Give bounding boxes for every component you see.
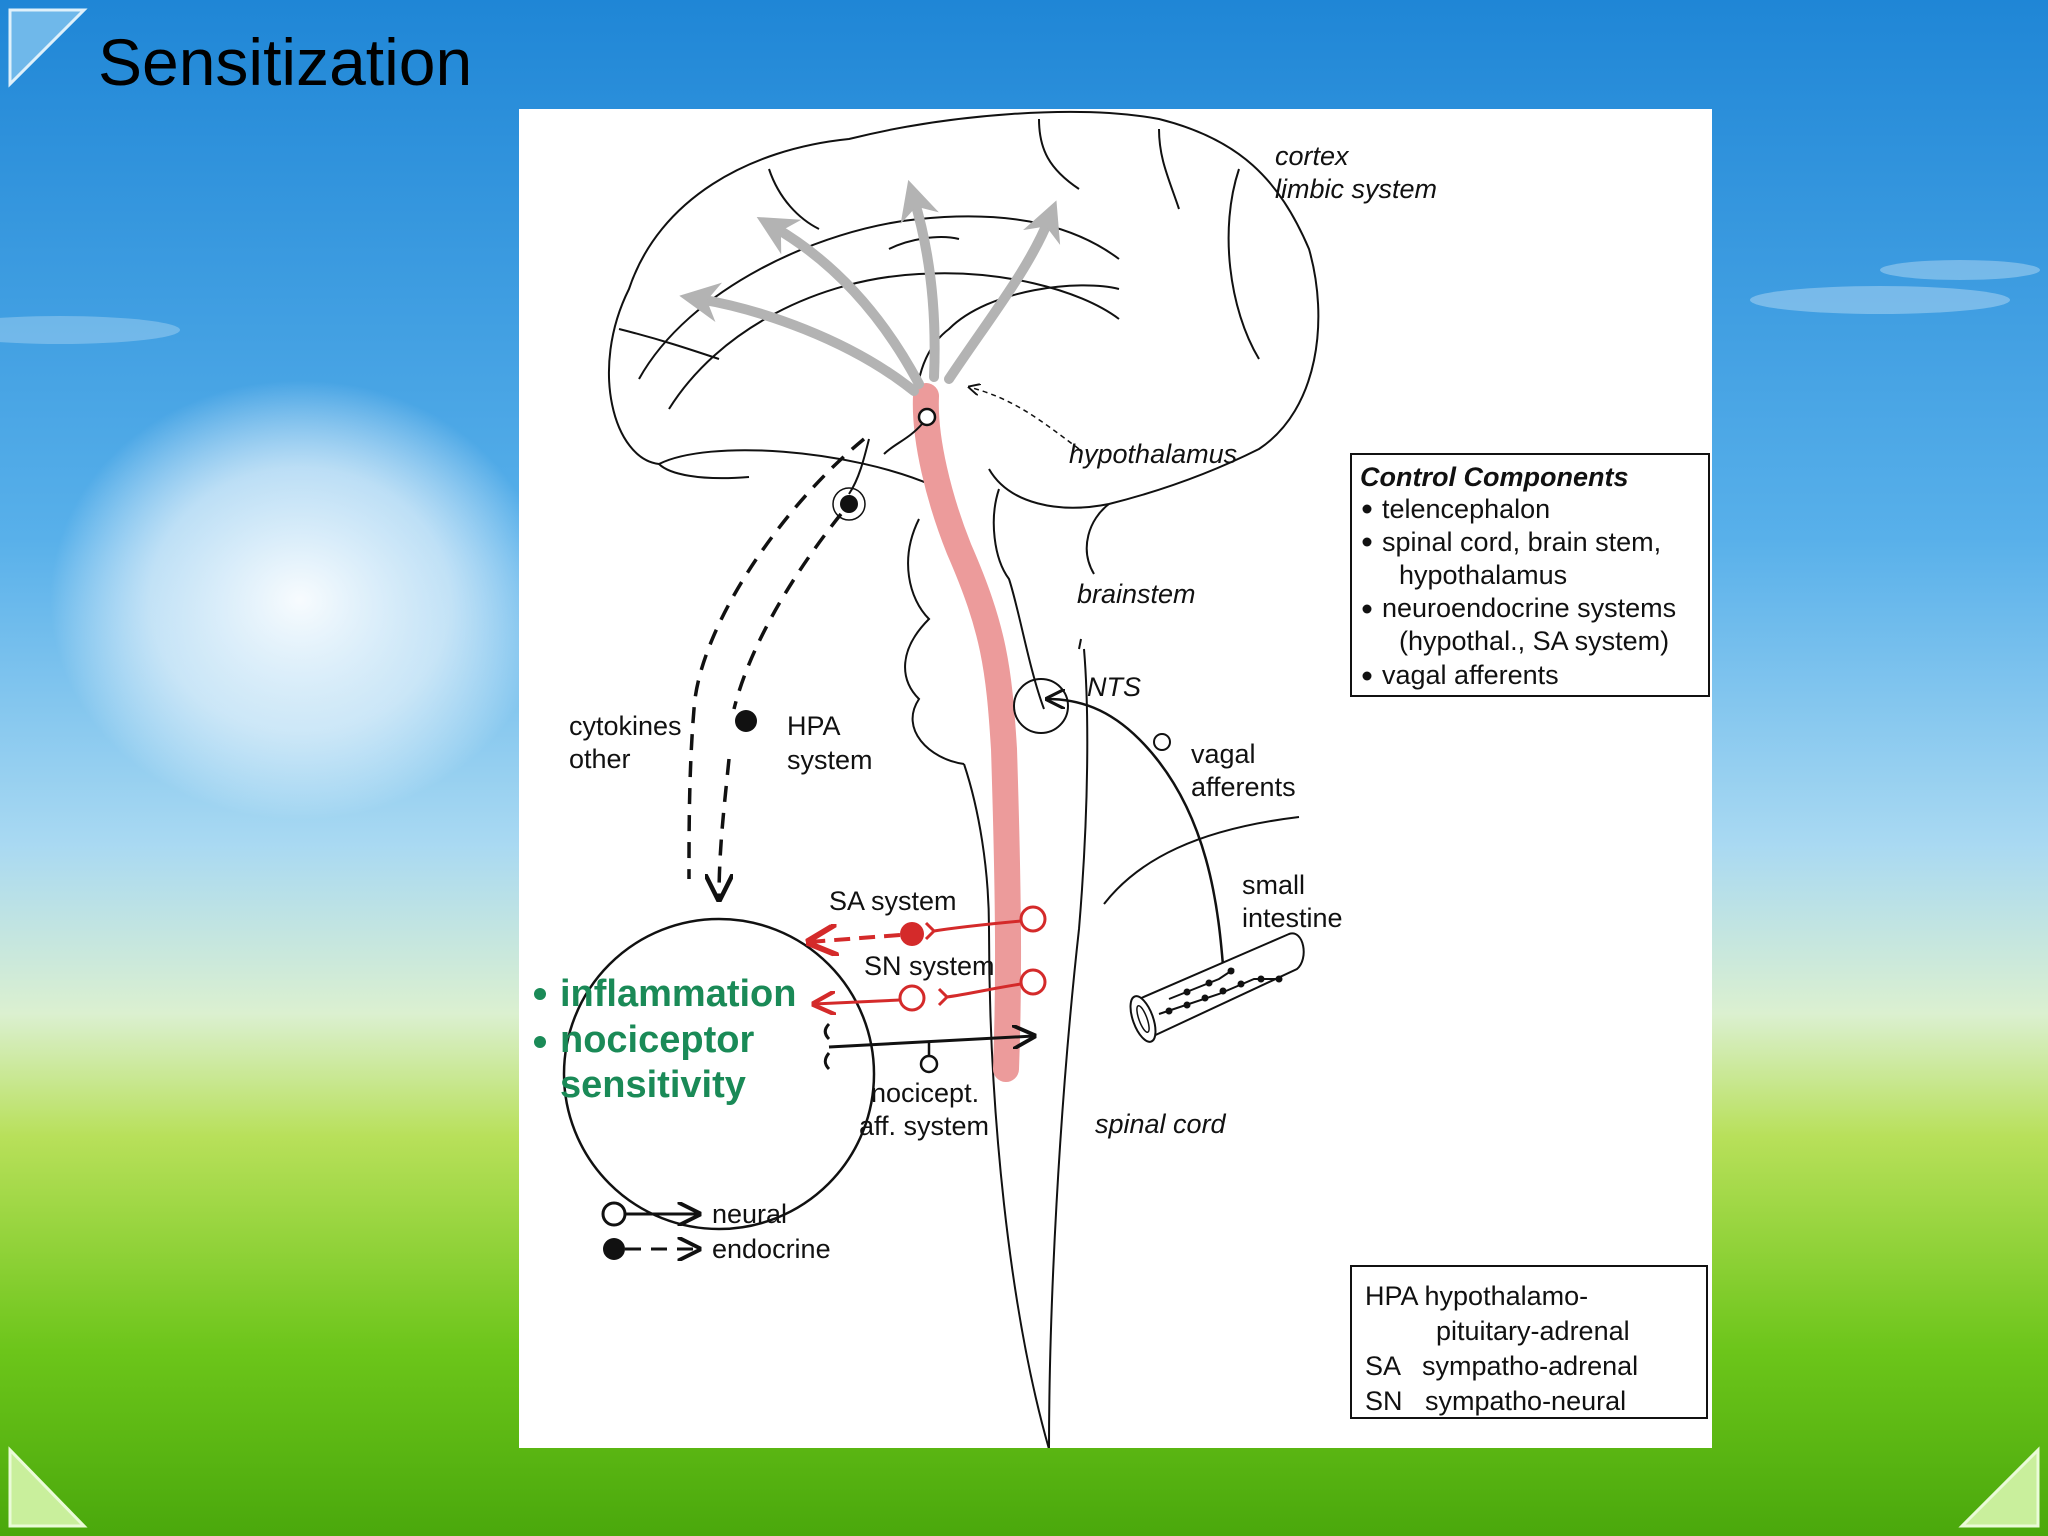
- hpa-axon: [848, 438, 870, 495]
- hypothalamus-pointer: [969, 387, 1080, 450]
- bullet-nociceptor: [534, 1036, 546, 1048]
- inflammation-circle: [562, 917, 876, 1231]
- sensitization-diagram: cortex limbic system hypothalamus brains…: [519, 109, 1712, 1448]
- label-vagal: vagal: [1191, 739, 1256, 769]
- sn-system-pathway: [814, 968, 1047, 1010]
- label-nociceptor: nociceptor: [560, 1019, 754, 1061]
- label-cortex: cortex: [1275, 141, 1350, 171]
- control-item-spinal-cord: spinal cord, brain stem,: [1382, 527, 1661, 557]
- hpa-dot: [735, 710, 757, 732]
- legend-neural-label: neural: [712, 1199, 787, 1229]
- label-aff-system: aff. system: [859, 1111, 989, 1141]
- legend-endocrine-label: endocrine: [712, 1234, 831, 1264]
- projection-arrows: [679, 179, 1061, 396]
- corner-triangle-bottom-right: [1958, 1446, 2040, 1528]
- control-components-box: [1350, 453, 1710, 697]
- label-nts: NTS: [1087, 672, 1141, 702]
- label-limbic-system: limbic system: [1275, 174, 1437, 204]
- abbrev-sn: SN sympatho-neural: [1365, 1386, 1626, 1416]
- label-nocicept: nocicept.: [871, 1078, 979, 1108]
- label-intestine: intestine: [1242, 903, 1343, 933]
- sa-system-pathway: [809, 905, 1047, 946]
- label-sensitivity: sensitivity: [560, 1064, 746, 1106]
- spinal-cord-fill: [912, 383, 1022, 1082]
- control-item-hypothal-sa: (hypothal., SA system): [1399, 626, 1669, 656]
- small-intestine: [1129, 932, 1305, 1043]
- control-item-vagal: vagal afferents: [1382, 660, 1559, 690]
- corner-triangle-bottom-left: [8, 1446, 88, 1528]
- pituitary-ring: [832, 487, 866, 521]
- label-brainstem: brainstem: [1077, 579, 1196, 609]
- label-hpa-system: system: [787, 745, 873, 775]
- abbrev-hpa: HPA hypothalamo-: [1365, 1281, 1588, 1311]
- hypothalamus-axon: [883, 423, 923, 455]
- legend-endocrine-symbol: [603, 1238, 699, 1260]
- label-sa-system: SA system: [829, 886, 957, 916]
- control-item-neuroendocrine: neuroendocrine systems: [1382, 593, 1676, 623]
- label-cytokines: cytokines: [569, 711, 682, 741]
- control-bullets: [1362, 504, 1372, 681]
- corner-triangle-top-left: [8, 8, 88, 88]
- label-hypothalamus: hypothalamus: [1069, 439, 1237, 469]
- nts-circle: [1013, 678, 1069, 734]
- label-afferents: afferents: [1191, 772, 1296, 802]
- pituitary-dot: [840, 495, 858, 513]
- label-hpa: HPA: [787, 711, 841, 741]
- abdomen-line: [1103, 816, 1300, 905]
- abbreviations-box: [1350, 1265, 1708, 1419]
- hypothalamus-neuron: [917, 407, 937, 427]
- endocrine-pathways: [687, 437, 866, 899]
- vagal-afferent-path: [1047, 699, 1226, 980]
- vagal-ganglion: [1153, 733, 1171, 751]
- label-spinal-cord: spinal cord: [1095, 1109, 1227, 1139]
- legend-neural-symbol: [601, 1201, 699, 1227]
- control-components-title: Control Components: [1360, 462, 1628, 492]
- label-inflammation: inflammation: [560, 973, 796, 1015]
- slide-title: Sensitization: [98, 25, 473, 99]
- control-item-telencephalon: telencephalon: [1382, 494, 1550, 524]
- label-other: other: [569, 744, 631, 774]
- diagram-panel: [519, 109, 1712, 1448]
- legend: [601, 1201, 699, 1260]
- abbrev-hpa-cont: pituitary-adrenal: [1436, 1316, 1630, 1346]
- label-sn-system: SN system: [864, 951, 995, 981]
- bullet-inflammation: [534, 988, 546, 1000]
- nociceptive-afferent-pathway: [823, 1022, 1034, 1074]
- label-small: small: [1242, 870, 1305, 900]
- spinal-cord-outline: [963, 638, 1089, 1448]
- abbrev-sa: SA sympatho-adrenal: [1365, 1351, 1638, 1381]
- control-item-hypothalamus: hypothalamus: [1399, 560, 1567, 590]
